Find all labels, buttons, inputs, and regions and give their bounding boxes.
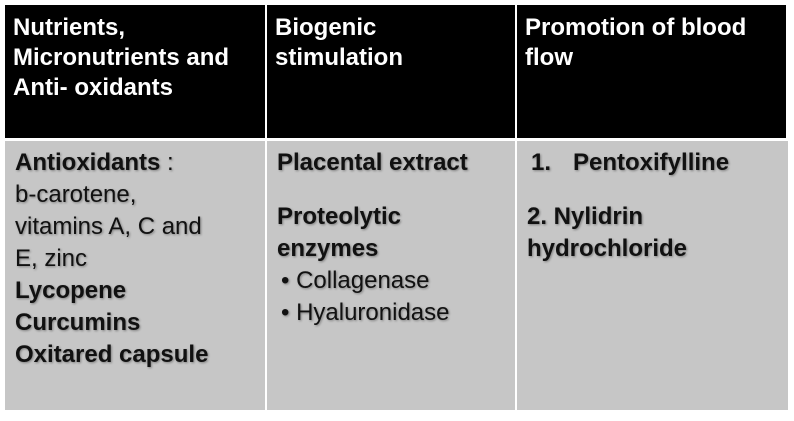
treatment-table: Nutrients, Micronutrients and Anti- oxid… [5, 5, 788, 410]
proteolytic-line: Proteolytic [277, 203, 402, 230]
blood-flow-item-2-line: hydrochloride [527, 235, 688, 262]
antioxidant-text: b-carotene, [15, 181, 137, 208]
placental-extract: Placental extract [277, 149, 468, 176]
cell-blood-flow: 1. Pentoxifylline 2. Nylidrin hydrochlori… [517, 141, 788, 410]
header-line: stimulation [275, 44, 404, 71]
cell-biogenic: Placental extract Proteolytic enzymes • … [267, 141, 517, 410]
header-line: flow [525, 44, 573, 71]
header-line: Micronutrients and [13, 44, 230, 71]
blood-flow-item-2-line: 2. Nylidrin [527, 203, 644, 230]
antioxidants-label: Antioxidants [15, 149, 161, 176]
nutrient-item: Curcumins [15, 309, 141, 336]
antioxidants-line: Antioxidants : [15, 147, 257, 179]
item-text: Pentoxifylline [573, 149, 730, 176]
header-biogenic: Biogenic stimulation [267, 5, 517, 141]
header-nutrients: Nutrients, Micronutrients and Anti- oxid… [5, 5, 267, 141]
antioxidants-colon: : [160, 149, 174, 176]
antioxidant-text: vitamins A, C and [15, 213, 202, 240]
proteolytic-line: enzymes [277, 235, 379, 262]
nutrient-item: Lycopene [15, 277, 127, 304]
nutrient-item: Oxitared capsule [15, 341, 209, 368]
header-line: Nutrients, [13, 14, 126, 41]
header-line: Anti- oxidants [13, 74, 173, 101]
header-blood-flow: Promotion of blood flow [517, 5, 788, 141]
spacer [277, 179, 507, 201]
antioxidant-text: E, zinc [15, 245, 88, 272]
blood-flow-item-1: 1. Pentoxifylline [527, 147, 780, 179]
item-number: 1. [531, 149, 552, 176]
header-line: Promotion of blood [525, 14, 747, 41]
header-line: Biogenic [275, 14, 377, 41]
enzyme-bullet: • Collagenase [281, 267, 430, 294]
spacer [527, 179, 780, 201]
enzyme-bullet: • Hyaluronidase [281, 299, 450, 326]
cell-nutrients: Antioxidants : b-carotene, vitamins A, C… [5, 141, 267, 410]
